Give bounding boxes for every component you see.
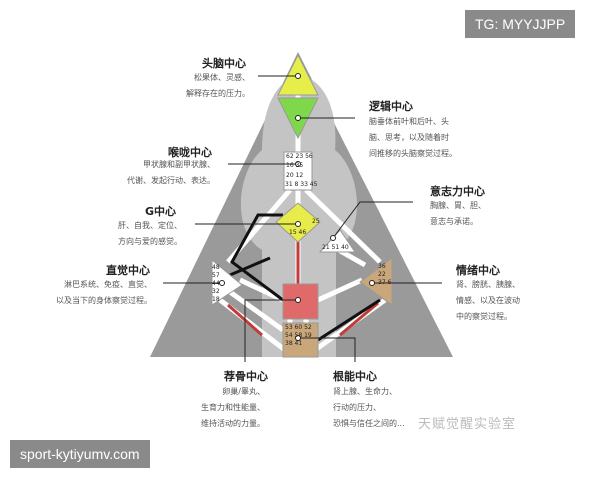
root-center: [282, 322, 319, 358]
solar-center: [359, 257, 393, 306]
sacral-center-title: 荐骨中心: [224, 370, 268, 383]
gate-numbers: 15 46: [289, 229, 307, 236]
head-center-title: 头脑中心: [202, 57, 246, 70]
throat-center-desc: 甲状腺和副甲状腺、代谢、发起行动、表达。: [127, 160, 215, 185]
bottom-badge: sport-kytiyumv.com: [10, 440, 150, 468]
gate-numbers: 20 12: [286, 172, 304, 179]
spleen-gate-numbers: 48 57 44 32 18: [212, 264, 220, 303]
will-center-desc: 胸腺、胃、胆、意志与承诺。: [430, 201, 486, 226]
g-center-title: G中心: [145, 205, 177, 218]
gate-numbers: 21 51 40: [322, 244, 349, 251]
sacral-center-desc: 卵巢/睾丸、生育力和性能量、维持活动的力量。: [201, 387, 265, 428]
gate-numbers: 16 35: [286, 162, 304, 169]
root-center-title: 根能中心: [333, 370, 377, 383]
watermark: 天赋觉醒实验室: [418, 417, 517, 432]
ajna-center-desc: 脑垂体前叶和后叶、头脑、思考，以及随着时间推移的头脑察觉过程。: [369, 117, 457, 158]
will-center-title: 意志力中心: [430, 185, 485, 198]
gate-numbers: 62 23 56: [286, 153, 313, 160]
center-markers: [219, 73, 375, 341]
solar-gate-numbers: 36 22 37 6: [378, 263, 392, 286]
gate-numbers: 25: [312, 218, 320, 225]
gate-numbers: 31 8 33 45: [285, 181, 318, 188]
g-center-desc: 肝、自我、定位、方向与爱的感觉。: [118, 221, 182, 246]
spleen-center-title: 直觉中心: [106, 264, 150, 277]
leader-lines: [163, 75, 442, 362]
head-center-desc: 松果体、灵感、解释存在的压力。: [186, 73, 250, 98]
solar-center-title: 情绪中心: [456, 264, 500, 277]
throat-center-title: 喉咙中心: [168, 146, 212, 159]
root-gate-numbers: 53 60 52 54 58 19 38 41: [285, 324, 312, 347]
will-center: [318, 229, 356, 253]
top-badge: TG: MYYJJPP: [465, 10, 576, 38]
throat-center: [283, 151, 313, 191]
ajna-center-title: 逻辑中心: [369, 100, 413, 113]
spleen-center-desc: 淋巴系统、免疫、直觉、以及当下的身体察觉过程。: [56, 280, 152, 305]
root-center-desc: 肾上腺、生命力、行动的压力、恐惧与信任之间的...: [333, 387, 405, 428]
solar-center-desc: 肾、膀胱、胰腺、情感、以及在波动中的察觉过程。: [456, 280, 520, 321]
black-channels: [229, 213, 381, 342]
